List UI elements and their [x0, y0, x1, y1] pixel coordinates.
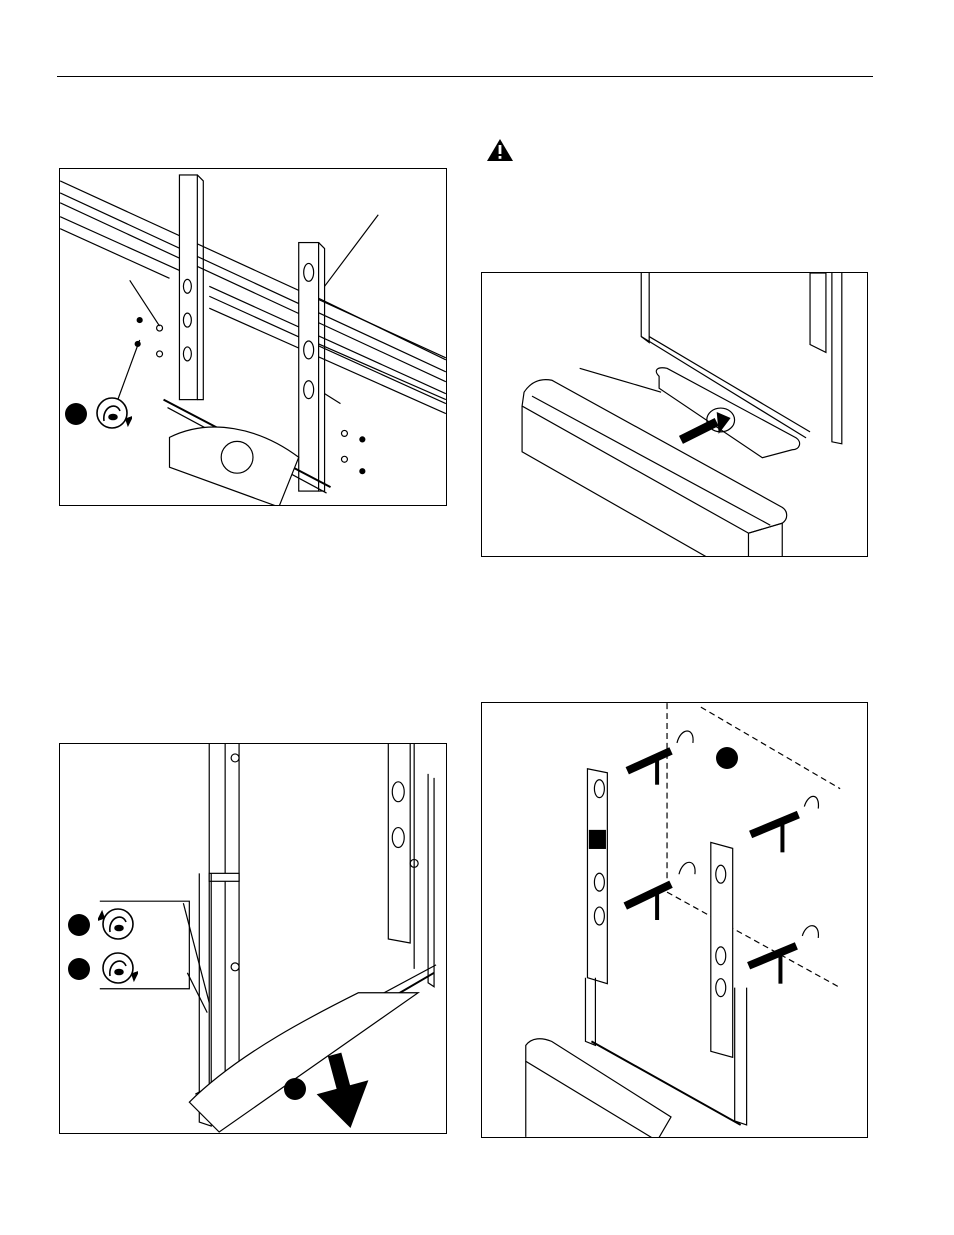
loosen-counterclockwise-icon: [98, 904, 138, 944]
step-marker: [716, 747, 738, 769]
figure-bracket-rails: [59, 168, 447, 506]
step-marker: [68, 958, 90, 980]
tighten-clockwise-icon: [92, 393, 132, 433]
warning-triangle-icon: [486, 138, 514, 162]
rails-illustration: [60, 181, 446, 414]
figure-hang-on-wall: [481, 702, 868, 1138]
right-bracket-illustration: [299, 243, 341, 492]
step-marker: [284, 1078, 306, 1100]
figure-base-insert: [481, 272, 868, 557]
left-bracket-illustration: [179, 175, 203, 400]
step-marker: [65, 403, 87, 425]
header-rule: [57, 76, 873, 77]
tighten-clockwise-icon: [98, 948, 138, 988]
figure-lower-shelf: [59, 743, 447, 1134]
base-box-illustration: [522, 380, 787, 556]
step-marker: [68, 914, 90, 936]
